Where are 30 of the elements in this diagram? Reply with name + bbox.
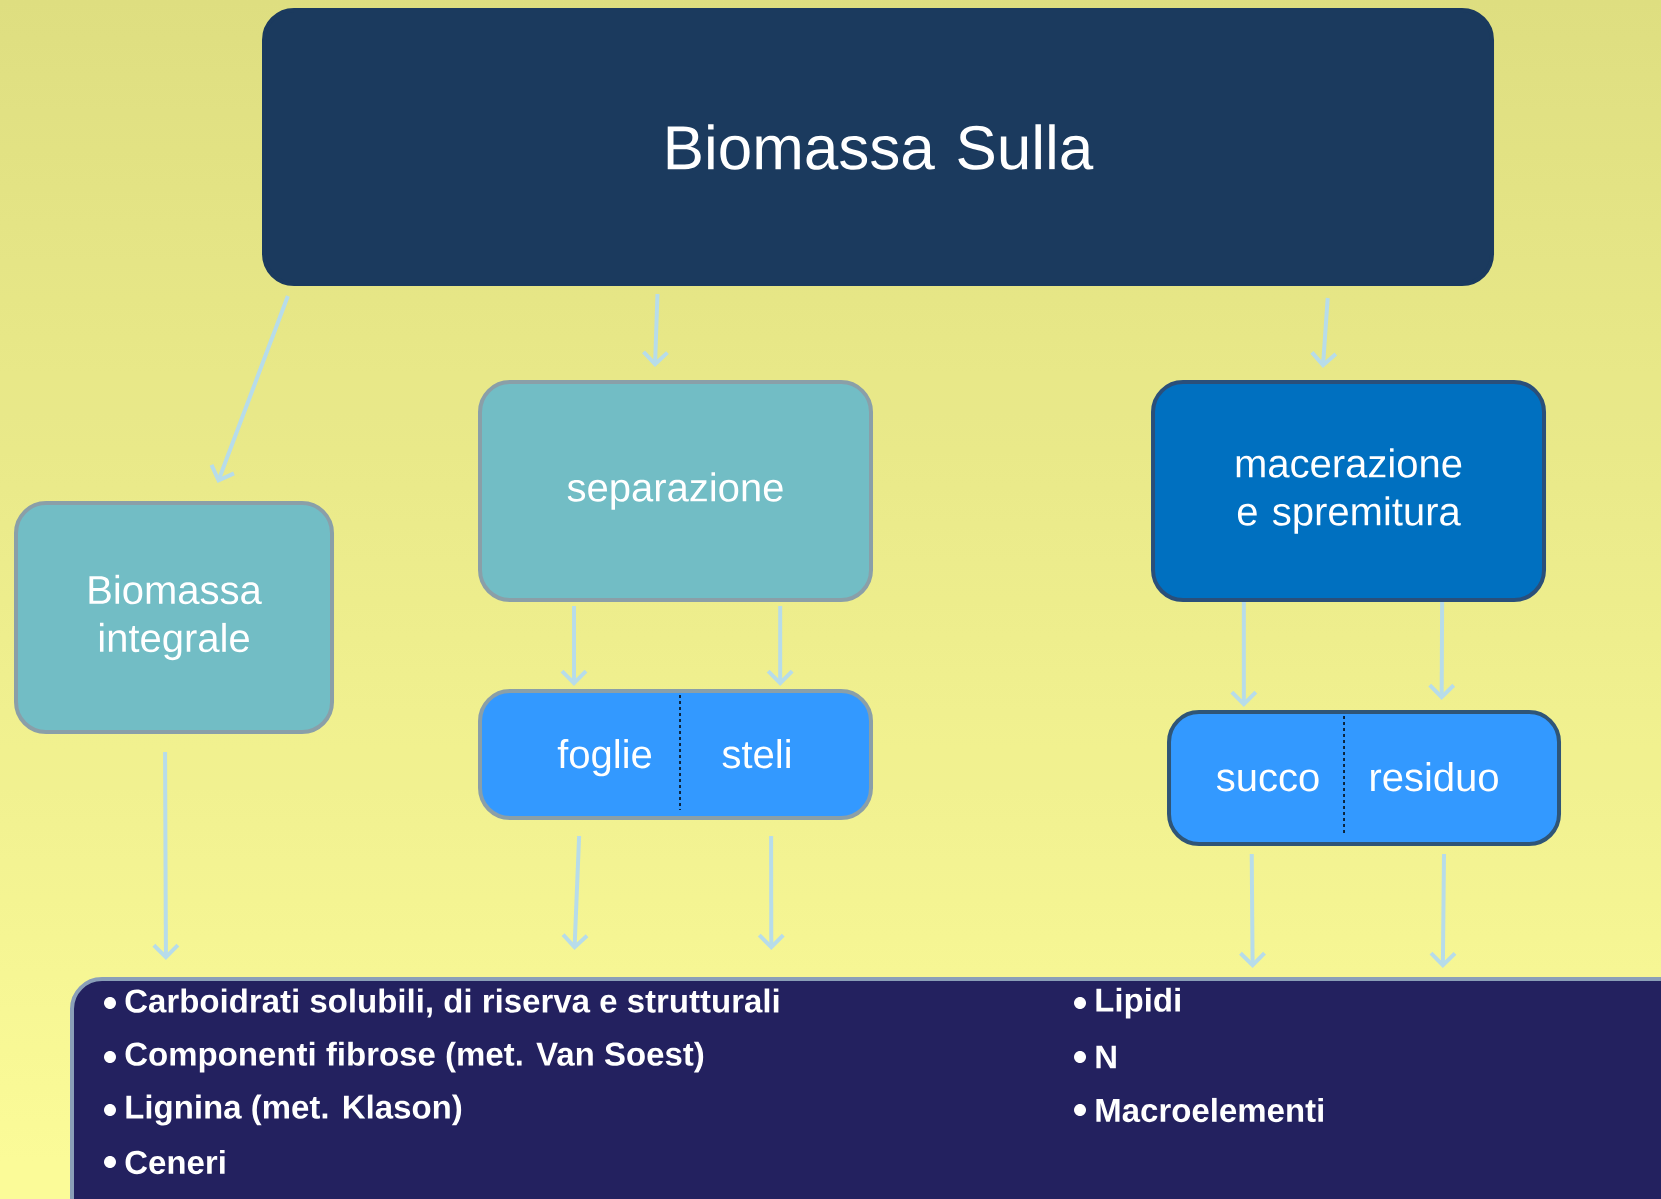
arrow: [561, 835, 589, 950]
box-label: succo: [1216, 769, 1319, 792]
title-box: Biomassa Sulla: [262, 8, 1494, 286]
bullet-item: Lignina (met. Klason): [104, 1094, 462, 1126]
bullet-item: Carboidrati solubili, di riserva e strutturali: [104, 988, 779, 1018]
arrow: [766, 606, 794, 686]
process-box: Biomassa integrale: [14, 501, 334, 734]
results-panel: [70, 977, 1661, 1199]
split-box: [1167, 710, 1561, 846]
arrow: [1310, 297, 1338, 368]
bullet-item: Componenti fibrose (met. Van Soest): [104, 1041, 704, 1073]
arrow: [209, 295, 290, 483]
arrow: [1230, 602, 1258, 707]
arrow: [642, 293, 669, 367]
box-label: residuo: [1371, 762, 1498, 792]
split-box: [478, 689, 873, 820]
arrow: [152, 752, 180, 960]
box-label: foglie: [557, 739, 651, 777]
arrow: [1239, 854, 1266, 968]
process-box: macerazione e spremitura: [1151, 380, 1546, 602]
bullet-item: Ceneri: [104, 1149, 225, 1175]
arrow: [1429, 854, 1457, 968]
arrow: [560, 606, 588, 686]
arrow: [1428, 602, 1456, 700]
box-label: steli: [722, 739, 790, 769]
bullet-item: N: [1074, 1045, 1116, 1069]
arrow: [757, 836, 785, 950]
bullet-item: Lipidi: [1074, 987, 1180, 1019]
bullet-item: Macroelementi: [1074, 1097, 1323, 1123]
process-box: separazione: [478, 380, 873, 602]
